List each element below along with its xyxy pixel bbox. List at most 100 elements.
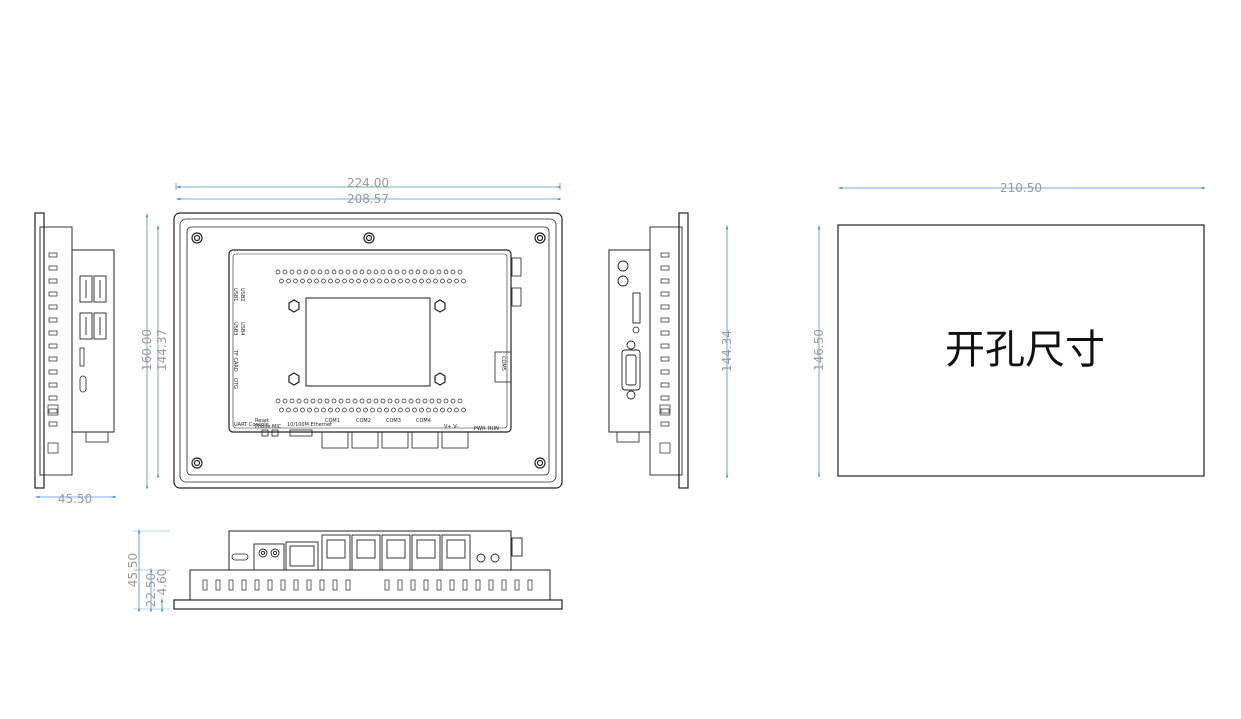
left-side-connector bbox=[85, 431, 109, 443]
vent-hole bbox=[282, 398, 288, 404]
vent-slot bbox=[423, 579, 429, 591]
vent-hole bbox=[303, 269, 309, 275]
right-antenna-hole bbox=[617, 260, 629, 272]
vent-hole bbox=[317, 269, 323, 275]
label-usb2: USB2 bbox=[239, 288, 245, 301]
vent-slot bbox=[660, 317, 670, 323]
vent-hole bbox=[286, 407, 291, 413]
vent-hole bbox=[282, 269, 288, 275]
right-antenna-hole bbox=[617, 275, 629, 287]
vent-hole bbox=[426, 407, 431, 413]
mounting-screw bbox=[191, 232, 546, 469]
label-com3: COM3 bbox=[386, 418, 401, 424]
label-com5: COM5 bbox=[500, 356, 506, 371]
vent-slot bbox=[345, 579, 351, 591]
vent-hole bbox=[328, 278, 333, 284]
vent-slot bbox=[332, 579, 338, 591]
vent-hole bbox=[447, 278, 452, 284]
vent-hole bbox=[454, 407, 459, 413]
vent-slot bbox=[48, 304, 58, 310]
vent-slot bbox=[660, 395, 670, 401]
vent-slot bbox=[47, 442, 59, 454]
bottom-antenna bbox=[511, 537, 523, 557]
bottom-body bbox=[189, 569, 551, 601]
vent-hole bbox=[324, 269, 330, 275]
vent-hole bbox=[373, 269, 379, 275]
vent-hole bbox=[384, 278, 389, 284]
vent-hole bbox=[398, 278, 403, 284]
vent-slot bbox=[48, 330, 58, 336]
vent-hole bbox=[380, 269, 386, 275]
label-uart: UART Console bbox=[234, 422, 269, 428]
label-power: V+ V- bbox=[444, 424, 458, 430]
vent-hole bbox=[461, 407, 466, 413]
vent-hole bbox=[363, 407, 368, 413]
vent-hole bbox=[352, 398, 358, 404]
bottom-bezel bbox=[173, 599, 563, 610]
vent-slot bbox=[47, 404, 59, 416]
vent-hole bbox=[440, 407, 445, 413]
vent-slot bbox=[660, 265, 670, 271]
vent-hole bbox=[366, 398, 372, 404]
vent-hole bbox=[356, 407, 361, 413]
label-usb1: USB1 bbox=[232, 288, 238, 301]
vent-hole bbox=[279, 407, 284, 413]
label-otg: OTG bbox=[232, 378, 238, 389]
vent-hole bbox=[433, 407, 438, 413]
vent-hole bbox=[349, 278, 354, 284]
vent-hole bbox=[324, 398, 330, 404]
vent-hole bbox=[359, 398, 365, 404]
vent-hole bbox=[398, 407, 403, 413]
vent-slot bbox=[659, 442, 671, 454]
right-side-connector bbox=[616, 431, 640, 443]
vent-slot bbox=[488, 579, 494, 591]
vent-hole bbox=[387, 269, 393, 275]
vent-hole bbox=[331, 398, 337, 404]
bottom-view bbox=[173, 530, 563, 610]
vent-hole bbox=[457, 269, 463, 275]
label-pwr: PWR bbox=[474, 426, 486, 432]
audio-jack bbox=[253, 543, 285, 571]
vent-slot bbox=[48, 265, 58, 271]
led-pwr bbox=[476, 553, 486, 563]
vent-slot bbox=[514, 579, 520, 591]
label-tf-card: TF CARD bbox=[232, 349, 238, 372]
vent-slot bbox=[410, 579, 416, 591]
label-phone: Phone bbox=[255, 424, 271, 430]
vent-hole bbox=[307, 407, 312, 413]
vent-hole bbox=[380, 398, 386, 404]
vent-holes-bottom bbox=[275, 398, 466, 413]
vent-slot bbox=[48, 252, 58, 258]
vent-hole bbox=[310, 269, 316, 275]
vent-hole bbox=[422, 398, 428, 404]
vent-slot bbox=[48, 343, 58, 349]
dim-side-right-height: 144.34 bbox=[720, 330, 734, 372]
dim-bottom-bezel: 4.60 bbox=[155, 569, 169, 596]
vent-slot bbox=[48, 408, 58, 414]
vent-slot bbox=[660, 369, 670, 375]
otg-port bbox=[79, 375, 87, 393]
vent-hole bbox=[433, 278, 438, 284]
vent-hole bbox=[345, 269, 351, 275]
label-run: RUN bbox=[488, 426, 499, 432]
vent-hole bbox=[289, 269, 295, 275]
vent-hole bbox=[363, 278, 368, 284]
vent-slot bbox=[48, 395, 58, 401]
label-usb4: USB4 bbox=[239, 322, 245, 335]
vent-slot bbox=[660, 421, 670, 427]
rear-module-inner bbox=[232, 253, 508, 429]
front-outer-bezel bbox=[173, 212, 563, 489]
vent-hole bbox=[440, 278, 445, 284]
vent-slot bbox=[660, 291, 670, 297]
left-side-body bbox=[39, 226, 73, 476]
vent-hole bbox=[384, 407, 389, 413]
bottom-otg bbox=[231, 553, 249, 561]
bottom-module bbox=[228, 530, 512, 571]
vent-slot bbox=[436, 579, 442, 591]
dim-cutout-height: 146.50 bbox=[812, 329, 826, 371]
vent-hole bbox=[426, 278, 431, 284]
right-side-view bbox=[608, 212, 689, 489]
label-com4: COM4 bbox=[416, 418, 431, 424]
vent-hole bbox=[391, 407, 396, 413]
vent-hole bbox=[296, 269, 302, 275]
